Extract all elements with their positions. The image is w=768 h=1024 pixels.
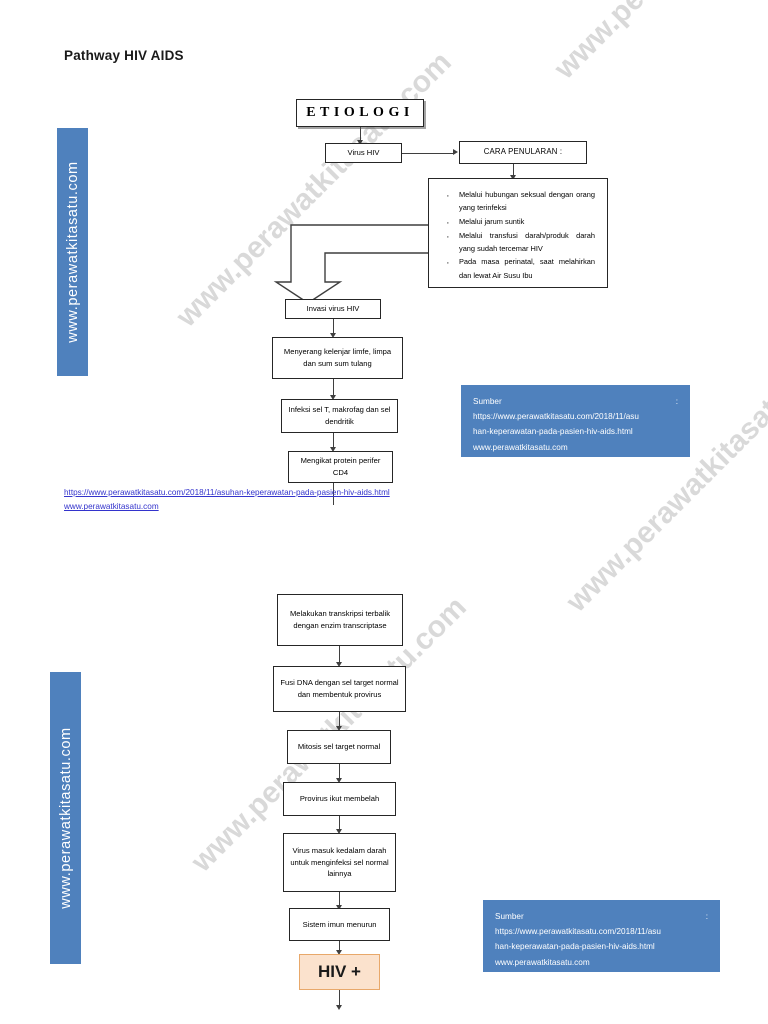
source-url-line-1: https://www.perawatkitasatu.com/2018/11/… [473,412,639,422]
arrowhead-icon [329,333,336,338]
connector-line [333,319,335,334]
list-item: Melalui transfusi darah/produk darah yan… [446,228,595,255]
source-link-block[interactable]: https://www.perawatkitasatu.com/2018/11/… [64,486,390,515]
arrowhead-icon [335,905,342,910]
side-banner-label: www.perawatkitasatu.com [57,727,74,909]
side-banner-top: www.perawatkitasatu.com [57,128,88,376]
page-title: Pathway HIV AIDS [64,48,184,63]
source-site: www.perawatkitasatu.com [495,957,590,967]
arrowhead-icon [335,829,342,834]
side-banner-label: www.perawatkitasatu.com [64,161,81,343]
arrowhead-icon [453,149,458,155]
arrowhead-icon [335,1005,342,1010]
node-infeksi-sel-t: Infeksi sel T, makrofag dan sel dendriti… [281,399,398,433]
connector-line [339,646,341,663]
connector-line [333,483,335,505]
list-item: Melalui hubungan seksual dengan orang ya… [446,187,595,214]
arrowhead-icon [329,395,336,400]
arrowhead-icon [329,447,336,452]
transmission-modes-list: Melalui hubungan seksual dengan orang ya… [443,187,595,282]
node-provirus-membelah: Provirus ikut membelah [283,782,396,816]
source-label: Sumber [495,912,524,921]
list-item: Pada masa perinatal, saat melahirkan dan… [446,254,595,281]
connector-line [339,764,341,779]
node-virus-masuk-darah: Virus masuk kedalam darah untuk menginfe… [283,833,396,892]
source-url-line-2: han-keperawatan-pada-pasien-hiv-aids.htm… [473,427,633,437]
source-link-site[interactable]: www.perawatkitasatu.com [64,502,159,512]
connector-line [339,941,341,951]
source-note-header: Sumber : [473,394,678,409]
connector-line [339,816,341,830]
arrowhead-icon [509,175,516,180]
node-mitosis-sel-target: Mitosis sel target normal [287,730,391,764]
node-cara-penularan: CARA PENULARAN : [459,141,587,164]
connector-line [339,712,341,727]
transmission-modes-box: Melalui hubungan seksual dengan orang ya… [428,178,608,288]
elbow-block-arrow-icon [273,224,431,304]
connector-line [333,379,335,396]
arrowhead-icon [335,950,342,955]
connector-line [339,990,341,1006]
connector-line [513,164,515,176]
list-item: Melalui jarum suntik [446,214,595,234]
node-virus-hiv: Virus HIV [325,143,402,163]
node-sistem-imun-menurun: Sistem imun menurun [289,908,390,941]
connector-line [333,433,335,448]
source-url-line-2: han-keperawatan-pada-pasien-hiv-aids.htm… [495,942,655,952]
source-note-bottom: Sumber : https://www.perawatkitasatu.com… [483,900,720,972]
connector-line [402,152,454,154]
node-etiologi: ETIOLOGI [296,99,424,127]
source-label: Sumber [473,397,502,406]
connector-line [360,127,362,141]
node-mengikat-protein: Mengikat protein perifer CD4 [288,451,393,483]
arrowhead-icon [356,140,363,145]
side-banner-bottom: www.perawatkitasatu.com [50,672,81,964]
source-url-line-1: https://www.perawatkitasatu.com/2018/11/… [495,927,661,937]
source-note-header: Sumber : [495,909,708,924]
source-colon: : [675,397,678,406]
arrowhead-icon [335,662,342,667]
watermark-text: www.perawatkitasatu.com [560,330,768,619]
source-colon: : [705,912,708,921]
arrowhead-icon [335,778,342,783]
node-menyerang-kelenjar: Menyerang kelenjar limfe, limpa dan sum … [272,337,403,379]
source-site: www.perawatkitasatu.com [473,442,568,452]
source-note-top: Sumber : https://www.perawatkitasatu.com… [461,385,690,457]
node-invasi-virus-hiv: Invasi virus HIV [285,299,381,319]
source-link-article[interactable]: https://www.perawatkitasatu.com/2018/11/… [64,488,390,497]
node-transkripsi-terbalik: Melakukan transkripsi terbalik dengan en… [277,594,403,646]
node-fusi-dna: Fusi DNA dengan sel target normal dan me… [273,666,406,712]
node-hiv-positive: HIV + [299,954,380,990]
watermark-text: www.perawatkitasatu.com [548,0,768,86]
connector-line [339,892,341,906]
arrowhead-icon [335,726,342,731]
